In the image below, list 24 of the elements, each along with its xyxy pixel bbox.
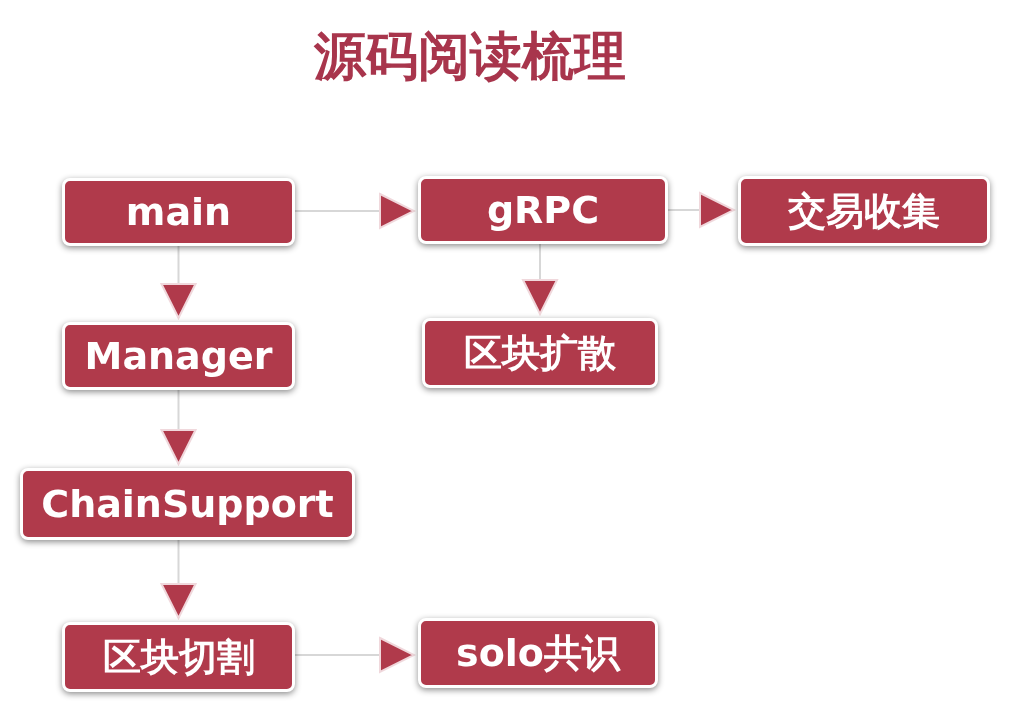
title: 源码阅读梳理 — [313, 25, 627, 88]
process-box — [418, 176, 668, 244]
arrow — [160, 539, 197, 619]
arrow — [160, 389, 197, 465]
box-label: Manager — [84, 334, 273, 378]
arrow — [667, 192, 735, 228]
box-label: 区块切割 — [102, 633, 255, 681]
arrow — [160, 245, 197, 319]
process-box — [422, 318, 658, 388]
arrow — [522, 243, 558, 315]
box-label: main — [125, 190, 232, 234]
box-label: 区块扩散 — [464, 329, 616, 377]
process-box — [418, 618, 658, 688]
box-label: gRPC — [486, 188, 600, 232]
box-label: solo共识 — [456, 629, 620, 677]
process-box — [62, 622, 295, 692]
process-box — [20, 468, 355, 540]
arrow — [294, 193, 415, 229]
box-label: ChainSupport — [41, 482, 334, 526]
process-box — [62, 322, 295, 390]
process-box — [738, 176, 990, 246]
box-label: 交易收集 — [788, 187, 940, 235]
process-box — [62, 178, 295, 246]
arrow — [294, 637, 415, 673]
